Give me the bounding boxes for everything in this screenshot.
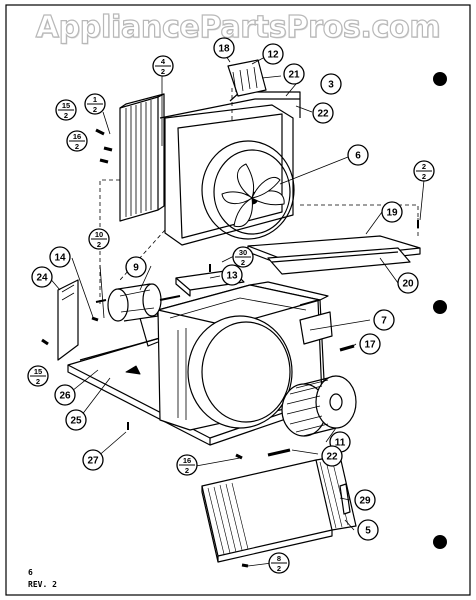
callout-12: 12: [262, 43, 284, 65]
side-bracket: [57, 279, 79, 361]
insulation-panel: [267, 247, 411, 275]
callout-label: 22: [326, 452, 338, 463]
callout-24: 24: [31, 266, 53, 288]
callout-3: 3: [320, 73, 342, 95]
fraction-callout: 82: [268, 552, 290, 574]
callout-13: 13: [221, 264, 243, 286]
fraction-callout: 152: [55, 99, 77, 121]
fraction-callout: 162: [66, 130, 88, 152]
callout-22: 22: [312, 102, 334, 124]
fraction-bottom: 2: [241, 258, 245, 267]
fraction-bottom: 2: [185, 466, 189, 475]
fraction-top: 16: [73, 132, 81, 141]
callout-label: 12: [267, 50, 279, 61]
fraction-bottom: 2: [161, 67, 165, 76]
callout-label: 13: [226, 271, 238, 282]
callout-label: 24: [36, 273, 48, 284]
callout-label: 21: [288, 70, 300, 81]
callout-label: 3: [328, 80, 334, 91]
blower-wheel: [281, 375, 357, 437]
page-number: 6: [28, 568, 33, 577]
callout-7: 7: [373, 309, 395, 331]
fraction-bottom: 2: [64, 111, 68, 120]
callout-label: 22: [317, 109, 329, 120]
fraction-bottom: 2: [422, 172, 426, 181]
page-border: [5, 4, 471, 596]
callout-9: 9: [125, 256, 147, 278]
fraction-bottom: 2: [277, 564, 281, 573]
fraction-callout: 162: [176, 454, 198, 476]
callout-label: 6: [355, 151, 361, 162]
callout-label: 26: [59, 391, 71, 402]
fraction-top: 1: [93, 95, 97, 104]
callout-19: 19: [381, 201, 403, 223]
fraction-top: 30: [239, 248, 247, 257]
fraction-callout: 12: [84, 93, 106, 115]
fraction-bottom: 2: [75, 142, 79, 151]
callout-label: 29: [359, 496, 371, 507]
callout-27: 27: [82, 449, 104, 471]
callout-14: 14: [49, 246, 71, 268]
fraction-callout: 22: [413, 160, 435, 182]
fraction-top: 2: [422, 162, 426, 171]
callout-label: 19: [386, 208, 398, 219]
condenser-coil: [119, 93, 165, 222]
fraction-callout: 42: [152, 55, 174, 77]
callout-label: 11: [335, 438, 346, 449]
screws: [41, 128, 419, 568]
fan-motor: [95, 283, 181, 347]
evaporator-coil: [201, 455, 357, 563]
fraction-top: 10: [95, 230, 103, 239]
fraction-top: 8: [277, 554, 281, 563]
callout-label: 25: [70, 416, 82, 427]
callout-20: 20: [397, 272, 419, 294]
fraction-bottom: 2: [97, 240, 101, 249]
callout-18: 18: [213, 37, 235, 59]
callout-26: 26: [54, 384, 76, 406]
registration-dot: [433, 535, 447, 549]
top-bracket: [227, 59, 267, 97]
callout-21: 21: [283, 63, 305, 85]
callout-label: 18: [218, 44, 230, 55]
callout-label: 20: [402, 279, 414, 290]
callout-25: 25: [65, 409, 87, 431]
fan-shroud: [159, 91, 301, 246]
callout-29: 29: [354, 489, 376, 511]
callout-label: 27: [87, 456, 99, 467]
fraction-callout: 302: [232, 246, 254, 268]
fraction-top: 15: [34, 367, 42, 376]
callout-label: 17: [364, 340, 376, 351]
blower-housing: [157, 281, 333, 431]
callout-label: 14: [54, 253, 66, 264]
fraction-callout: 152: [27, 365, 49, 387]
fraction-top: 15: [62, 101, 70, 110]
fraction-bottom: 2: [36, 377, 40, 386]
fan-blade: [221, 163, 285, 228]
callout-label: 5: [365, 526, 371, 537]
callout-label: 9: [133, 263, 139, 274]
callout-5: 5: [357, 519, 379, 541]
callout-6: 6: [347, 144, 369, 166]
registration-dot: [433, 72, 447, 86]
callout-22: 22: [321, 445, 343, 467]
fraction-top: 4: [161, 57, 166, 66]
registration-dot: [433, 300, 447, 314]
fraction-top: 16: [183, 456, 191, 465]
revision-label: REV. 2: [28, 580, 57, 589]
callout-17: 17: [359, 333, 381, 355]
callout-label: 7: [381, 316, 387, 327]
watermark: AppliancePartsPros.com: [35, 9, 441, 45]
fraction-callout: 102: [88, 228, 110, 250]
fraction-bottom: 2: [93, 105, 97, 114]
